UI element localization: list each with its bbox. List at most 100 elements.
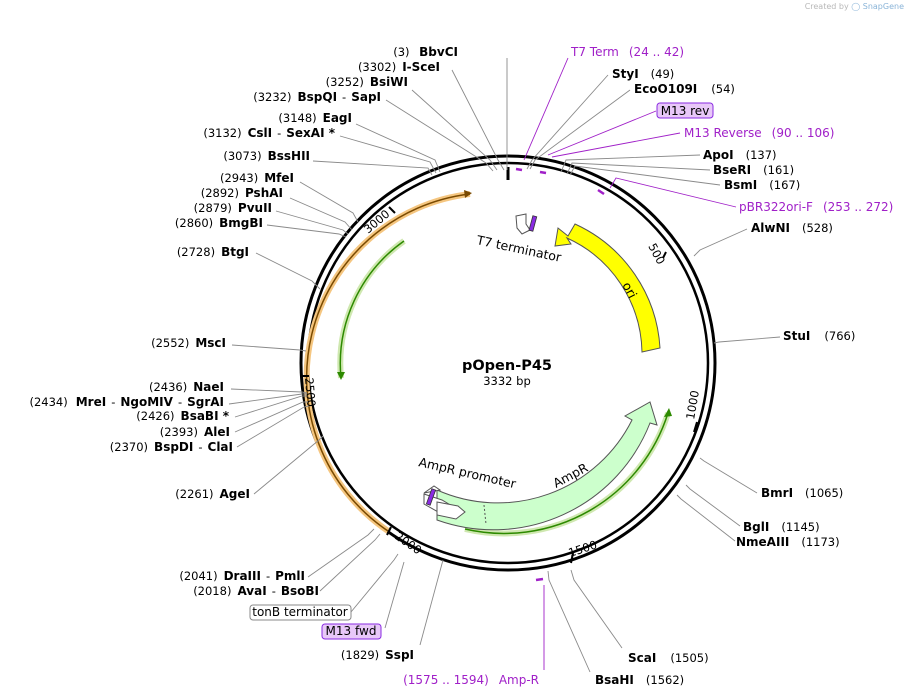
enzyme-label-clai[interactable]: (2370)BspDI-ClaI [110,440,233,454]
enzyme-label-ecoo109i[interactable]: EcoO109I(54) [634,82,735,96]
tick-mark-3000 [388,206,396,214]
tonb-terminator-box-frame [249,604,352,621]
tonb-terminator-box[interactable]: tonB terminator [249,604,352,621]
enzyme-label-bseri[interactable]: BseRI(161) [713,163,794,177]
enzyme-label-naei[interactable]: (2436)NaeI [149,380,224,394]
tick-label-2000: 2000 [392,529,424,557]
enzyme-label-i-scei[interactable]: (3302)I-SceI [358,60,440,74]
lead-pshai [289,197,353,231]
lead-scai [570,569,623,649]
tick-label-2500: 2500 [302,377,318,407]
m13-fwd-label: M13 fwd [326,624,377,638]
ori-feature[interactable] [554,223,661,353]
lead-tonb [350,553,399,613]
m13-rev-box-frame [656,102,714,119]
enzyme-label-alwni[interactable]: AlwNI(528) [751,221,833,235]
lead-bsiwi [411,89,498,171]
enzyme-label-styi[interactable]: StyI(49) [612,67,674,81]
lead-alei [234,401,308,433]
enzyme-label-bsobi[interactable]: (2018)AvaI-BsoBI [193,584,319,598]
lead-eagi [355,123,441,173]
backbone-outer-ring [299,154,717,572]
enzyme-label-bmgbi[interactable]: (2860)BmgBI [175,216,263,230]
enzyme-label-pmli[interactable]: (2041)DraIII-PmlI [179,569,305,583]
tick-label-500: 500 [645,241,668,267]
lead-t7term [523,57,569,161]
enzyme-label-bmri[interactable]: BmrI(1065) [761,486,843,500]
lead-nmeaiii [676,494,736,542]
lead-msci [231,344,307,352]
lead-clai [236,405,310,448]
lead-m13rev [547,110,657,156]
t7-terminator-mark [528,215,538,232]
lead-btgi [255,252,321,290]
enzyme-label-agei[interactable]: (2261)AgeI [175,487,250,501]
enzyme-label-sspi[interactable]: (1829)SspI [341,648,414,662]
m13-rev-box[interactable]: M13 rev [656,102,714,119]
plasmid-name: pOpen-P45 [462,358,552,374]
right-enzyme-labels: T7 Term(24 .. 42) StyI(49) EcoO109I(54) … [403,45,893,687]
primer-bar-amp-r [535,577,544,582]
enzyme-label-msci[interactable]: (2552)MscI [151,336,226,350]
enzyme-label-bgli[interactable]: BglI(1145) [743,520,820,534]
enzyme-label-bbvci[interactable]: (3) BbvCI [393,45,458,59]
enzyme-label-nmeaiii[interactable]: NmeAIII(1173) [736,535,840,549]
lead-bsshii [312,160,433,176]
tick-mark-1000 [693,421,698,433]
enzyme-label-eagi[interactable]: (3148)EagI [278,111,352,125]
enzyme-label-stui[interactable]: StuI(766) [783,329,855,343]
lead-m13fwd [384,561,405,629]
primer-label-t7-term[interactable]: T7 Term(24 .. 42) [570,45,684,59]
primer-label-amp-r[interactable]: (1575 .. 1594)Amp-R [403,673,539,687]
enzyme-label-mfei[interactable]: (2943)MfeI [220,171,294,185]
lead-bmgbi [266,224,347,238]
credit-prefix: Created by [804,2,849,11]
m13-rev-label: M13 rev [661,104,710,118]
lead-sspi [419,559,444,646]
primer-bar-pbr322ori-f [597,188,605,196]
lead-pmli [307,528,375,578]
enzyme-label-csli[interactable]: (3132)CslI-SexAI * [203,126,335,140]
enzyme-label-apoi[interactable]: ApoI(137) [703,148,777,162]
orf-arc-outer-line [305,193,471,532]
enzyme-label-mrei[interactable]: (2434)MreI-NgoMIV-SgrAI [29,395,224,409]
enzyme-label-pvuii[interactable]: (2879)PvuII [194,201,272,215]
snapgene-logo-icon: ◯ [851,2,861,11]
lead-pvuii [275,210,349,235]
ampr-promoter-label: AmpR promoter [417,454,518,491]
credit-brand: SnapGene [862,2,904,11]
enzyme-label-alei[interactable]: (2393)AleI [160,425,230,439]
lead-mfei [299,181,359,223]
enzyme-label-pshai[interactable]: (2892)PshAI [201,186,283,200]
orf-arc-inner-left-arrow [337,372,345,380]
lead-stui [713,336,781,344]
lead-alwni [693,228,748,257]
lead-m13reverse [551,132,681,158]
enzyme-label-bspqi[interactable]: (3232)BspQI-SapI [253,90,381,104]
lead-mrei [228,393,307,405]
lead-csli [339,135,437,174]
enzyme-label-bsahi[interactable]: BsaHI(1562) [595,673,684,687]
enzyme-label-scai[interactable]: ScaI(1505) [628,651,709,665]
enzyme-label-bsmi[interactable]: BsmI(167) [724,178,800,192]
enzyme-label-bsiwi[interactable]: (3252)BsiWI [326,75,408,89]
lead-agei [253,435,324,495]
enzyme-label-bsshii[interactable]: (3073)BssHII [223,149,310,163]
ampr-feature-divider [483,504,487,525]
primer-bar-t7-term [515,167,523,172]
enzyme-label-btgi[interactable]: (2728)BtgI [177,245,249,259]
primer-label-pbr322ori-f[interactable]: pBR322ori-F(253 .. 272) [739,200,893,214]
primer-label-m13-reverse[interactable]: M13 Reverse(90 .. 106) [684,126,834,140]
m13-fwd-box[interactable]: M13 fwd [321,623,382,640]
enzyme-label-bsabi[interactable]: (2426)BsaBI * [136,409,229,423]
tonb-terminator-label: tonB terminator [252,605,348,619]
tick-mark-2000 [386,526,392,536]
tick-label-1000: 1000 [683,389,702,420]
ampr-promoter-primer-mark [425,488,437,506]
lead-ecoo109i [529,89,631,170]
tick-mark-1500 [570,552,574,564]
orf-arc-inner-right-arrow [664,408,672,417]
lead-bsobi [319,533,381,592]
t7-terminator-label: T7 terminator [474,232,563,265]
t7-terminator-feature[interactable] [515,213,531,235]
